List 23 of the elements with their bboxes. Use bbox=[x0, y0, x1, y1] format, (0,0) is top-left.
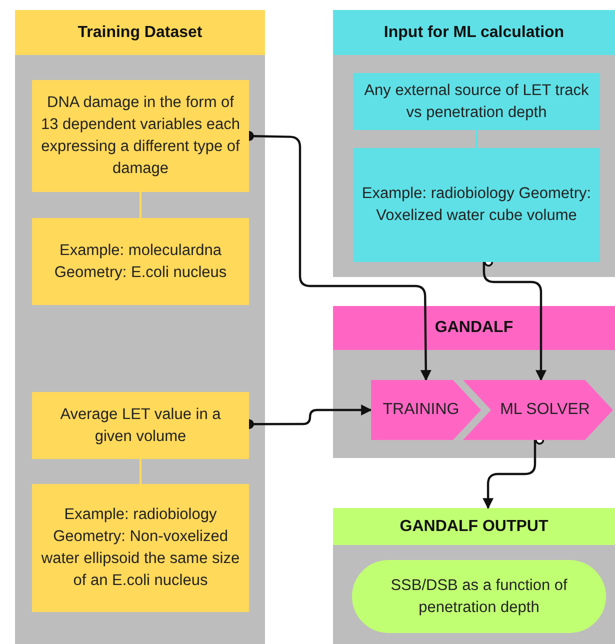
box-text: Example: moleculardna Geometry: E.coli nucleus bbox=[53, 240, 228, 282]
panel-header: GANDALF bbox=[333, 306, 615, 350]
text-box bbox=[353, 148, 600, 262]
box-text: SSB/DSB as a function of penetration depth bbox=[390, 576, 568, 618]
box-text: Average LET value in a given volume bbox=[59, 404, 222, 446]
text-box bbox=[32, 80, 249, 192]
box-text: Any external source of LET track vs penetration depth bbox=[363, 80, 590, 122]
panel-header: Input for ML calculation bbox=[333, 10, 615, 55]
box-text: Example: radiobiology Geometry: Voxelized water cube volume bbox=[361, 184, 592, 226]
text-box bbox=[353, 73, 600, 130]
text-box bbox=[32, 218, 249, 305]
box-text: Example: radiobiology Geometry: Non-voxelized water ellipsoid the same size of an E.coli nucleus bbox=[40, 505, 241, 591]
text-box bbox=[32, 484, 249, 612]
step-label: ML SOLVER bbox=[499, 401, 590, 419]
panel-background bbox=[333, 306, 615, 458]
step-label: TRAINING bbox=[382, 401, 460, 419]
box-text: DNA damage in the form of 13 dependent variables each expressing a different type of damage bbox=[40, 93, 241, 179]
panel-background bbox=[333, 10, 615, 277]
panel-header: Training Dataset bbox=[15, 10, 265, 55]
text-box bbox=[32, 392, 249, 459]
panel-background bbox=[333, 508, 615, 644]
panel-background bbox=[15, 10, 265, 644]
panel-header: GANDALF OUTPUT bbox=[333, 508, 615, 545]
